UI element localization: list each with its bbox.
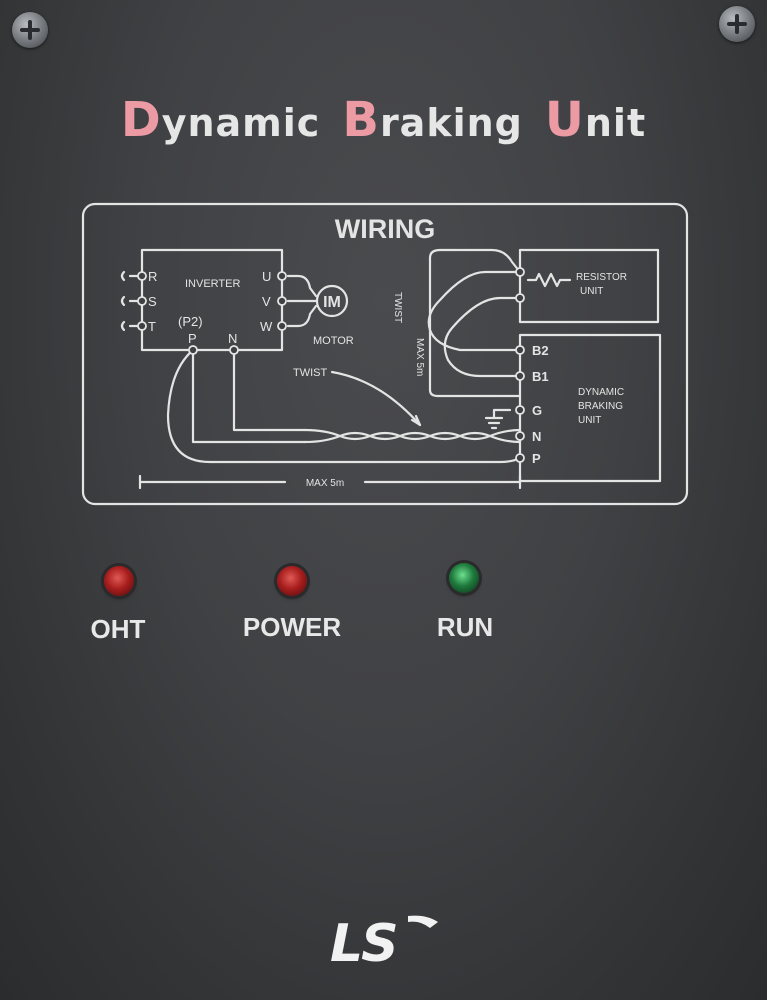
power-led-indicator: [277, 566, 307, 596]
diagram-frame: [81, 202, 689, 506]
terminal-label: U: [262, 269, 271, 284]
terminal-label: P: [532, 451, 541, 466]
twist-label: TWIST: [293, 367, 327, 379]
dbu-label: UNIT: [578, 415, 601, 426]
panel-title: Dynamic Braking Unit: [0, 92, 767, 148]
motor-symbol-label: IM: [323, 294, 341, 311]
dbu-label: BRAKING: [578, 401, 623, 412]
run-label: RUN: [436, 612, 494, 642]
terminal-label: N: [532, 429, 541, 444]
ls-logo-icon: LS: [322, 908, 442, 982]
terminal-label: S: [148, 294, 157, 309]
resistor-unit-box: [518, 248, 660, 324]
resistor-unit-label: RESISTOR: [576, 272, 627, 283]
power-label: POWER: [242, 612, 342, 642]
terminal-label: N: [228, 331, 237, 346]
wiring-diagram: WIRING INVERTER R S T U V W (P2) P N IM …: [81, 202, 689, 506]
logo-swoosh-icon: [408, 915, 438, 928]
oht-label: OHT: [90, 614, 146, 644]
dbu-label: DYNAMIC: [578, 387, 624, 398]
oht-led-indicator: [104, 566, 134, 596]
inverter-label: INVERTER: [185, 278, 240, 290]
terminal-label: B1: [532, 369, 549, 384]
terminal-label: T: [148, 319, 156, 334]
max-length-label: MAX 5m: [306, 478, 344, 489]
title-initial: U: [544, 92, 585, 148]
logo-text: LS: [330, 914, 399, 974]
terminal-label: V: [262, 294, 271, 309]
title-word: raking: [379, 101, 523, 145]
inverter-box: [140, 248, 284, 352]
title-word: nit: [584, 101, 647, 145]
terminal-label: B2: [532, 343, 549, 358]
title-initial: D: [120, 92, 162, 148]
terminal-label: R: [148, 269, 157, 284]
twist-label: TWIST: [392, 292, 403, 323]
motor-label: MOTOR: [313, 335, 354, 347]
p2-label: (P2): [178, 314, 203, 329]
wiring-heading: WIRING: [335, 214, 436, 244]
title-initial: B: [342, 92, 380, 148]
screw-icon: [12, 12, 48, 48]
terminal-label: G: [532, 403, 542, 418]
resistor-unit-label: UNIT: [580, 286, 603, 297]
title-word: ynamic: [161, 101, 321, 145]
screw-icon: [719, 6, 755, 42]
terminal-label: W: [260, 319, 273, 334]
run-led-indicator: [449, 563, 479, 593]
max-length-label: MAX 5m: [414, 338, 425, 376]
terminal-label: P: [188, 331, 197, 346]
motor-symbol: [315, 284, 349, 318]
